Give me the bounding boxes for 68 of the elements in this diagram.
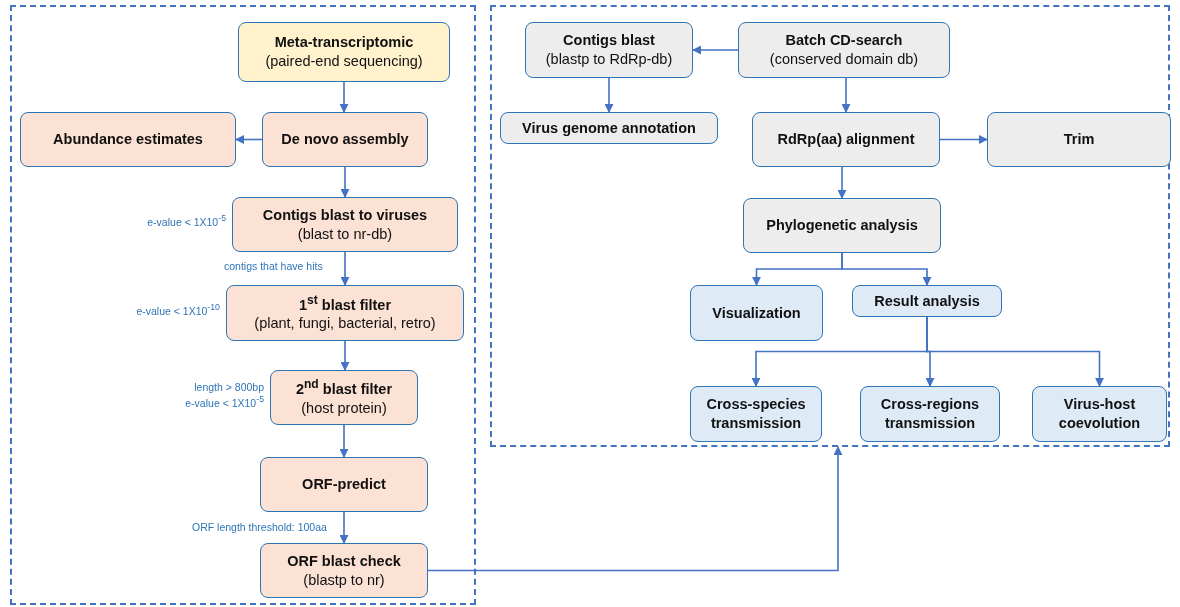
box-title: Trim	[1063, 130, 1095, 149]
arrow	[837, 166, 847, 199]
arrow	[339, 511, 349, 544]
process-box	[852, 285, 1002, 317]
arrow	[604, 77, 614, 113]
threshold-note: e-value < 1X10$^{-5}$	[147, 213, 226, 229]
box-title: Virus-host coevolution	[1057, 395, 1142, 433]
process-box	[226, 285, 464, 341]
box-title: De novo assembly	[281, 130, 409, 149]
box-title: Cross-species transmission	[705, 395, 807, 433]
box-title: 2$^{nd}$ blast filter	[295, 377, 393, 399]
box-subtitle: (blastp to RdRp-db)	[545, 50, 673, 69]
process-box	[743, 198, 941, 253]
box-title: Visualization	[712, 303, 801, 323]
process-box	[525, 22, 693, 78]
box-subtitle: (host protein)	[301, 398, 387, 418]
process-box	[752, 112, 940, 167]
process-box	[270, 370, 418, 425]
arrow	[841, 77, 851, 113]
box-title: RdRp(aa) alignment	[777, 130, 915, 149]
process-box	[232, 197, 458, 252]
process-box	[260, 457, 428, 512]
arrow	[427, 446, 843, 572]
box-title: 1$^{st}$ blast filter	[298, 292, 392, 315]
arrow	[339, 81, 349, 113]
box-title: Result analysis	[874, 291, 980, 311]
box-subtitle: (blastp to nr)	[303, 570, 385, 590]
dashed-panel	[10, 5, 476, 605]
process-box	[738, 22, 950, 78]
process-box	[987, 112, 1171, 167]
dashed-panel	[490, 5, 1170, 447]
box-title: Phylogenetic analysis	[766, 216, 918, 235]
arrow	[926, 316, 1104, 387]
threshold-note: e-value < 1X10$^{-10}$	[136, 302, 220, 318]
process-box	[260, 543, 428, 598]
box-title: Virus genome annotation	[522, 118, 696, 138]
arrow	[939, 135, 988, 144]
box-subtitle: (paired-end sequencing)	[265, 52, 423, 71]
arrow	[692, 45, 739, 55]
box-subtitle: (plant, fungi, bacterial, retro)	[254, 314, 436, 334]
box-title: Abundance estimates	[53, 130, 203, 149]
process-box	[1032, 386, 1167, 442]
arrow	[339, 424, 349, 458]
edge-label: contigs that have hits	[222, 260, 325, 272]
box-subtitle: (blast to nr-db)	[297, 224, 393, 244]
arrow	[340, 251, 350, 286]
process-box	[238, 22, 450, 82]
arrow	[340, 166, 350, 198]
process-box	[500, 112, 718, 144]
box-title: Contigs blast to viruses	[262, 205, 428, 225]
process-box	[262, 112, 428, 167]
process-box	[860, 386, 1000, 442]
threshold-note: e-value < 1X10$^{-5}$	[185, 394, 264, 410]
box-title: Cross-regions transmission	[879, 395, 981, 433]
box-title: ORF blast check	[287, 551, 401, 571]
edge-label: ORF length threshold: 100aa	[190, 521, 329, 533]
process-box	[20, 112, 236, 167]
arrow	[340, 340, 350, 371]
threshold-note: length > 800bp	[193, 380, 264, 395]
box-title: Contigs blast	[563, 31, 655, 50]
box-title: Meta-transcriptomic	[274, 33, 414, 52]
arrow	[235, 135, 263, 144]
process-box	[690, 386, 822, 442]
box-subtitle: (conserved domain db)	[769, 50, 919, 69]
arrow	[841, 252, 932, 286]
box-title: Batch CD-search	[785, 31, 903, 50]
process-box	[690, 285, 823, 341]
box-title: ORF-predict	[302, 475, 386, 494]
